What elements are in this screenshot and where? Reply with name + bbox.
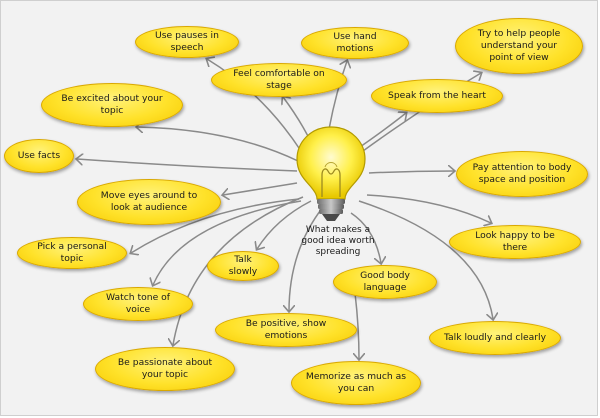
node-label: Pick a personal topic <box>37 241 107 264</box>
node-pauses: Use pauses in speech <box>135 26 239 58</box>
node-move-eyes: Move eyes around to look at audience <box>77 179 221 225</box>
arrow-to-happy <box>366 194 491 223</box>
node-label: Good body language <box>360 270 410 293</box>
central-topic-label: What makes a good idea worth spreading <box>301 225 375 257</box>
arrow-to-slowly <box>257 200 312 249</box>
node-label: Speak from the heart <box>388 90 486 101</box>
node-label: Try to help people understand your point… <box>477 28 561 63</box>
node-label: Move eyes around to look at audience <box>100 190 198 213</box>
node-help-understand: Try to help people understand your point… <box>455 18 583 74</box>
node-talk-slowly: Talk slowly <box>207 251 279 281</box>
arrow-to-memorize <box>355 292 359 359</box>
node-label: Be positive, show emotions <box>245 318 327 341</box>
arrow-to-positive <box>289 206 324 311</box>
node-passionate: Be passionate about your topic <box>95 347 235 391</box>
arrow-to-loudly <box>358 200 493 319</box>
node-personal-topic: Pick a personal topic <box>17 237 127 269</box>
node-feel-comfortable: Feel comfortable on stage <box>211 63 347 97</box>
node-label: Feel comfortable on stage <box>233 68 325 91</box>
node-label: Use hand motions <box>333 31 377 54</box>
arrow-to-tone <box>153 200 302 285</box>
arrow-to-excited <box>137 127 299 162</box>
node-be-positive: Be positive, show emotions <box>215 313 357 347</box>
arrow-to-personal <box>131 198 300 253</box>
node-hand-motions: Use hand motions <box>301 27 409 59</box>
node-talk-loudly: Talk loudly and clearly <box>429 321 561 355</box>
node-label: Look happy to be there <box>475 230 555 253</box>
arrow-to-body <box>350 212 381 263</box>
node-label: Watch tone of voice <box>106 292 170 315</box>
node-label: Talk loudly and clearly <box>443 332 547 343</box>
node-be-excited: Be excited about your topic <box>41 83 183 127</box>
node-label: Memorize as much as you can <box>305 371 407 394</box>
node-use-facts: Use facts <box>4 139 74 173</box>
node-look-happy: Look happy to be there <box>449 225 581 259</box>
arrow-to-facts <box>77 159 298 172</box>
node-body-language: Good body language <box>333 265 437 299</box>
node-label: Use pauses in speech <box>155 30 219 53</box>
lightbulb-icon <box>296 126 366 221</box>
arrow-to-pauses <box>207 59 302 152</box>
node-label: Use facts <box>17 150 61 161</box>
central-topic: What makes a good idea worth spreading <box>295 225 381 258</box>
node-label: Talk slowly <box>228 254 258 277</box>
node-label: Be passionate about your topic <box>117 357 213 380</box>
node-memorize: Memorize as much as you can <box>291 361 421 405</box>
arrow-to-eyes <box>223 182 298 195</box>
node-tone-voice: Watch tone of voice <box>83 287 193 321</box>
node-pay-attention: Pay attention to body space and position <box>456 151 588 197</box>
node-label: Be excited about your topic <box>61 93 163 116</box>
node-label: Pay attention to body space and position <box>472 162 572 185</box>
node-speak-heart: Speak from the heart <box>371 79 503 113</box>
arrow-to-attention <box>368 171 454 173</box>
